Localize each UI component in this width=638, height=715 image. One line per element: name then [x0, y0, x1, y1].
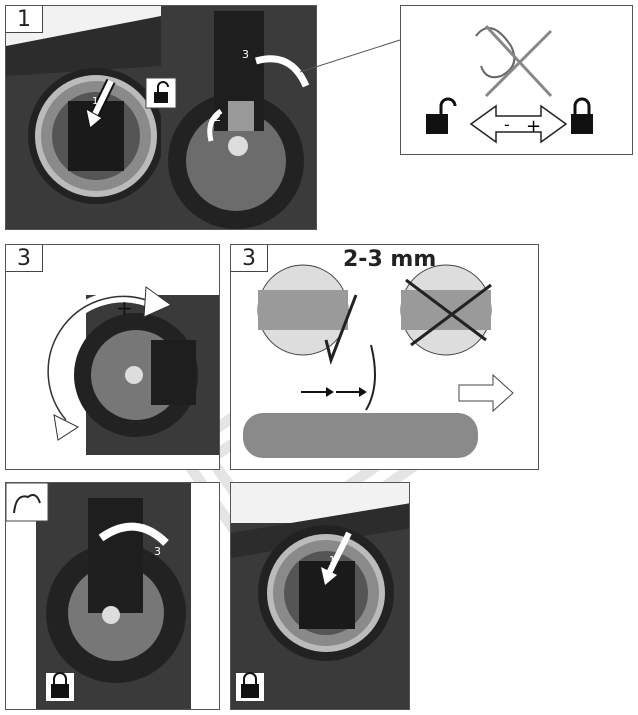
tension-inset-panel: - + [400, 5, 633, 155]
step-3-adjust-panel: 3 + - [5, 244, 220, 470]
callout-1: 1 [329, 555, 335, 566]
unlock-icon [426, 97, 457, 134]
callout-1: 1 [92, 96, 98, 107]
lock-icon [241, 684, 259, 698]
step-3-adjust-illustration: + - [42, 286, 219, 455]
step-3-lock-panel: 3 [5, 482, 220, 710]
callout-2: 2 [214, 111, 221, 124]
step-number: 3 [6, 245, 43, 272]
hand-icon [365, 344, 376, 411]
step-1-lock-panel: 1 [230, 482, 410, 710]
strong-arm-icon [6, 483, 49, 522]
callout-3: 3 [154, 545, 161, 558]
step-3-lock-illustration: 3 [6, 483, 191, 709]
plus-label: + [526, 116, 541, 137]
arrow-right-icon [458, 373, 514, 413]
minus-label: - [504, 115, 510, 134]
chain-check-illustration [243, 264, 514, 458]
step-1-panel: 1 1 2 3 [5, 5, 317, 230]
lock-icon [571, 97, 593, 134]
lock-icon [51, 684, 69, 698]
step-number: 3 [231, 245, 268, 272]
step-1-illustration: 1 2 3 [6, 6, 316, 229]
minus-label: - [64, 398, 71, 422]
plus-label: + [116, 296, 133, 320]
callout-3: 3 [242, 48, 249, 61]
tension-diagram: - + [426, 24, 593, 144]
step-3-check-panel: 3 2-3 mm [230, 244, 539, 470]
step-number: 1 [6, 6, 43, 33]
step-1-lock-illustration: 1 [231, 483, 409, 709]
tension-gap-label: 2-3 mm [343, 247, 437, 272]
